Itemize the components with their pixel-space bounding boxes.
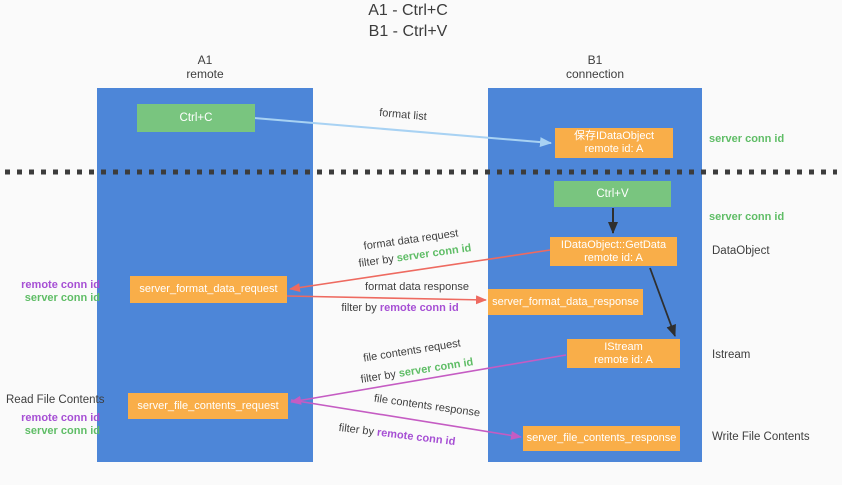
save-idataobject-line1: 保存IDataObject: [573, 130, 655, 142]
ctrl-c-box: Ctrl+C: [137, 104, 255, 132]
ctrl-v-box: Ctrl+V: [554, 181, 671, 207]
column-a1-header: A1 remote: [97, 53, 313, 81]
column-a1-role: remote: [186, 67, 224, 81]
column-b1-name: B1: [587, 53, 603, 67]
save-idataobject-line2: remote id: A: [584, 143, 644, 155]
server-format-data-response-box: server_format_data_response: [488, 289, 643, 315]
istream-line2: remote id: A: [594, 353, 653, 366]
server-conn-id-text: server conn id: [397, 356, 475, 380]
filter-by-text: filter by: [338, 421, 378, 439]
format-data-response-label: format data response: [365, 281, 469, 293]
file-contents-response-filter-label: filter by remote conn id: [307, 418, 487, 452]
format-list-label: format list: [378, 106, 428, 124]
save-idataobject-box: 保存IDataObject remote id: A: [555, 128, 673, 158]
server-file-contents-request-box: server_file_contents_request: [128, 393, 288, 419]
server-file-contents-response-label: server_file_contents_response: [526, 432, 677, 444]
remote-conn-id-text: remote conn id: [376, 426, 456, 449]
ctrl-c-label: Ctrl+C: [179, 112, 213, 124]
title-line-1: A1 - Ctrl+C: [368, 2, 448, 19]
idataobject-getdata-line1: IDataObject::GetData: [560, 238, 667, 251]
read-file-contents-label: Read File Contents: [6, 394, 105, 406]
ctrl-v-label: Ctrl+V: [596, 188, 629, 200]
format-data-response-arrow: [286, 295, 487, 305]
server-format-data-response-label: server_format_data_response: [492, 295, 639, 308]
istream-side-label: Istream: [712, 349, 751, 361]
filter-by-text: filter by: [359, 367, 400, 386]
format-data-response-filter-label: filter by remote conn id: [310, 302, 490, 314]
dataobject-label: DataObject: [712, 245, 770, 257]
server-conn-id-left-1-label: server conn id: [24, 292, 100, 304]
server-conn-id-right-mid-label: server conn id: [709, 211, 785, 223]
diagram-title: A1 - Ctrl+C B1 - Ctrl+V: [0, 0, 816, 42]
title-line-2: B1 - Ctrl+V: [368, 23, 448, 40]
column-b1-role: connection: [565, 67, 625, 81]
column-a1-name: A1: [197, 53, 213, 67]
filter-by-text: filter by: [357, 252, 398, 270]
server-conn-id-left-2-label: server conn id: [24, 425, 100, 437]
server-format-data-request-box: server_format_data_request: [130, 276, 287, 303]
istream-line1: IStream: [604, 340, 643, 353]
server-file-contents-response-box: server_file_contents_response: [523, 426, 680, 451]
istream-box: IStream remote id: A: [567, 339, 680, 368]
file-contents-response-label: file contents response: [373, 392, 481, 420]
remote-conn-id-left-1-label: remote conn id: [21, 279, 100, 291]
idataobject-getdata-box: IDataObject::GetData remote id: A: [550, 237, 677, 266]
filter-by-text: filter by: [341, 302, 380, 314]
column-b1-header: B1 connection: [488, 53, 702, 81]
server-format-data-request-label: server_format_data_request: [139, 283, 278, 295]
server-file-contents-request-label: server_file_contents_request: [137, 399, 279, 412]
server-conn-id-right-top-label: server conn id: [709, 133, 785, 145]
write-file-contents-label: Write File Contents: [712, 431, 810, 443]
remote-conn-id-left-2-label: remote conn id: [21, 412, 100, 424]
remote-conn-id-text: remote conn id: [379, 302, 459, 314]
idataobject-getdata-line2: remote id: A: [584, 251, 643, 264]
